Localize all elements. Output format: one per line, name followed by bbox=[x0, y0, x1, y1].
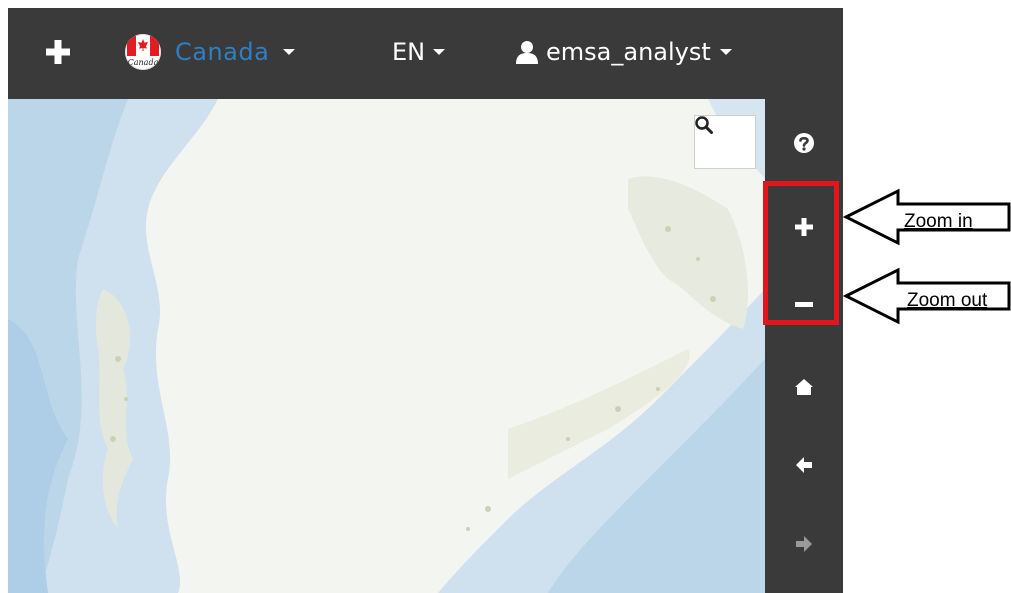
help-button[interactable] bbox=[765, 121, 843, 165]
chevron-down-icon bbox=[719, 49, 732, 55]
map-tiles bbox=[8, 99, 765, 593]
plus-icon bbox=[795, 218, 813, 236]
zoom-out-button[interactable] bbox=[765, 283, 843, 327]
search-icon bbox=[695, 116, 713, 134]
zoom-out-annotation: Zoom out bbox=[907, 290, 988, 311]
zoom-in-arrow-icon bbox=[843, 188, 1011, 246]
map-canvas[interactable] bbox=[8, 99, 765, 593]
plus-icon bbox=[46, 40, 70, 64]
zoom-controls-highlight bbox=[763, 181, 839, 325]
user-menu[interactable]: emsa_analyst bbox=[516, 30, 732, 74]
username-label: emsa_analyst bbox=[546, 38, 711, 66]
chevron-down-icon bbox=[433, 49, 446, 55]
language-label: EN bbox=[392, 38, 426, 66]
country-label: Canada bbox=[175, 38, 270, 66]
zoom-in-button[interactable] bbox=[765, 205, 843, 249]
map-toolbar bbox=[765, 99, 843, 593]
help-icon bbox=[794, 133, 814, 153]
top-navigation-bar: Canada Canada EN emsa_analyst bbox=[8, 8, 843, 99]
zoom-out-arrow-icon bbox=[843, 267, 1011, 325]
map-application: Canada Canada EN emsa_analyst bbox=[8, 8, 843, 593]
home-icon bbox=[795, 379, 813, 395]
home-button[interactable] bbox=[765, 365, 843, 409]
minus-icon bbox=[795, 302, 813, 307]
back-button[interactable] bbox=[765, 443, 843, 487]
add-button[interactable] bbox=[38, 30, 78, 74]
forward-button[interactable] bbox=[765, 522, 843, 566]
arrow-right-icon bbox=[796, 536, 812, 552]
canada-flag-icon: Canada bbox=[125, 34, 161, 70]
country-selector[interactable]: Canada Canada bbox=[125, 30, 296, 74]
zoom-in-annotation: Zoom in bbox=[904, 211, 973, 232]
chevron-down-icon bbox=[283, 49, 296, 55]
language-selector[interactable]: EN bbox=[392, 30, 446, 74]
flag-text: Canada bbox=[127, 58, 159, 67]
arrow-left-icon bbox=[796, 457, 812, 473]
map-search-button[interactable] bbox=[694, 115, 756, 169]
user-icon bbox=[516, 41, 538, 64]
